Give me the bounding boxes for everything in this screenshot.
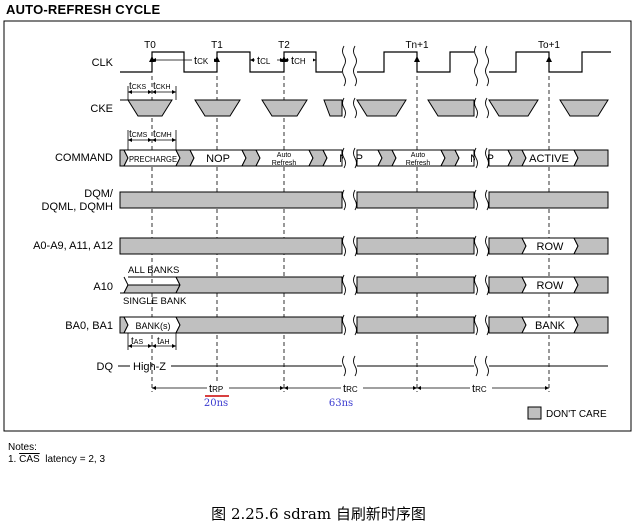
timing-trc-1: tRC [343, 383, 358, 395]
cke-waveform [120, 99, 609, 117]
legend-dont-care: DON'T CARE [546, 409, 607, 420]
a10-all-banks: ALL BANKS [128, 265, 179, 276]
command-auto-1: Auto [277, 152, 292, 159]
label-command: COMMAND [55, 152, 113, 164]
clock-label-to1: To+1 [538, 40, 560, 51]
command-auto-2: Auto [411, 152, 426, 159]
command-refresh-2: Refresh [406, 160, 431, 167]
trc-value: 63ns [329, 398, 353, 409]
timing-tch: tCH [291, 55, 306, 67]
timing-tck: tCK [194, 55, 209, 67]
diagram-title: AUTO-REFRESH CYCLE [6, 2, 161, 17]
timing-tcks: tCKS [129, 81, 147, 92]
ba-banks-cell: BANK(s) [135, 321, 170, 331]
a10-single-bank: SINGLE BANK [123, 296, 187, 307]
label-addr: A0-A9, A11, A12 [33, 240, 113, 252]
command-active: ACTIVE [529, 153, 569, 165]
notes-heading: Notes: [8, 442, 37, 453]
label-dqm-line1: DQM/ [84, 188, 114, 200]
address-bus [119, 237, 609, 255]
ba-bus [119, 316, 609, 334]
a10-bus [120, 276, 609, 294]
legend-swatch [527, 406, 542, 420]
clock-label-t2: T2 [278, 40, 290, 51]
label-dqm-line2: DQML, DQMH [42, 201, 114, 213]
notes: Notes: 1. CAS latency = 2, 3 [8, 442, 105, 466]
timing-tas: tAS [131, 336, 143, 347]
label-cke: CKE [90, 103, 113, 115]
timing-trc-2: tRC [472, 383, 487, 395]
notes-item: 1. CAS latency = 2, 3 [8, 454, 105, 466]
timing-diagram: CLK CKE COMMAND DQM/ DQML, DQMH A0-A9, A… [3, 20, 632, 432]
dqm-bus [119, 191, 609, 209]
dashed-guides [151, 76, 550, 392]
command-nop-1: NOP [206, 153, 230, 165]
timing-tah: tAH [157, 336, 170, 347]
a10-row: ROW [537, 280, 565, 292]
timing-trp: tRP [209, 383, 223, 395]
timing-tcmh: tCMH [153, 129, 172, 140]
label-clk: CLK [92, 57, 114, 69]
figure-caption: 图 2.25.6 sdram 自刷新时序图 [211, 505, 426, 523]
label-dq: DQ [97, 361, 114, 373]
address-row: ROW [537, 241, 565, 253]
timing-tcms: tCMS [129, 129, 148, 140]
ba-bank: BANK [535, 320, 566, 332]
command-precharge: PRECHARGE [129, 154, 177, 164]
notes-item-rest: latency = 2, 3 [45, 454, 106, 465]
dq-high-z: High-Z [133, 361, 166, 373]
clock-label-t1: T1 [211, 40, 223, 51]
break-marks [343, 44, 488, 374]
break-mark-curves [342, 45, 489, 377]
timing-tcl: tCL [257, 55, 271, 67]
diagram-frame [3, 20, 632, 432]
command-bus [119, 149, 609, 167]
trp-value: 20ns [204, 398, 228, 409]
command-refresh-1: Refresh [272, 160, 297, 167]
label-ba: BA0, BA1 [65, 320, 113, 332]
label-a10: A10 [93, 281, 113, 293]
timing-tckh: tCKH [153, 81, 171, 92]
notes-item-number: 1. [8, 454, 17, 465]
clock-label-tn1: Tn+1 [405, 40, 429, 51]
clock-label-t0: T0 [144, 40, 156, 51]
notes-cas: CAS [19, 454, 40, 465]
